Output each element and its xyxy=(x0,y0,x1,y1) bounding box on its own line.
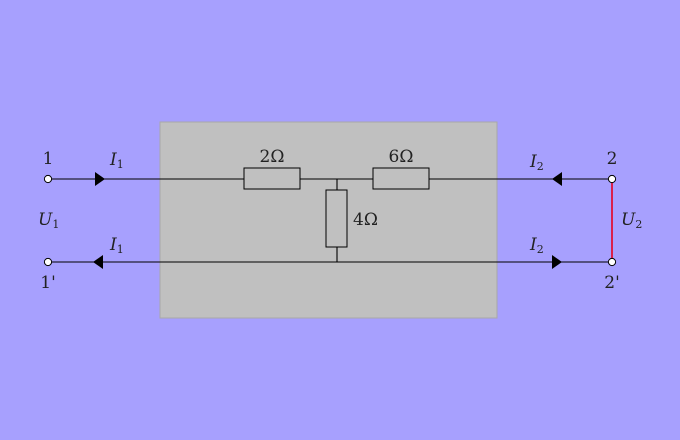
arrow-left-icon xyxy=(93,255,103,269)
resistor-6ohm xyxy=(372,167,430,190)
terminal-label-1-prime: 1' xyxy=(40,273,56,293)
resistor-label-4ohm: 4Ω xyxy=(353,210,378,230)
arrow-right-icon xyxy=(95,172,105,186)
terminal-label-1: 1 xyxy=(43,149,54,169)
voltage-label-left: U1 xyxy=(38,210,59,231)
two-port-box xyxy=(159,121,498,319)
terminal-label-2: 2 xyxy=(607,149,618,169)
resistor-2ohm xyxy=(243,167,301,190)
terminal-label-2-prime: 2' xyxy=(604,273,620,293)
voltage-label-right: U2 xyxy=(621,210,642,231)
resistor-label-2ohm: 2Ω xyxy=(260,147,285,167)
terminal-2 xyxy=(607,174,617,184)
current-label-bottom-left: I1 xyxy=(109,235,124,256)
resistor-4ohm xyxy=(325,189,348,248)
arrow-left-icon xyxy=(552,172,562,186)
resistor-label-6ohm: 6Ω xyxy=(389,147,414,167)
current-label-top-left: I1 xyxy=(109,150,124,171)
terminal-1 xyxy=(43,174,53,184)
terminal-2-prime xyxy=(607,257,617,267)
arrow-right-icon xyxy=(552,255,562,269)
current-label-bottom-right: I2 xyxy=(529,235,544,256)
terminal-1-prime xyxy=(43,257,53,267)
current-label-top-right: I2 xyxy=(529,152,544,173)
